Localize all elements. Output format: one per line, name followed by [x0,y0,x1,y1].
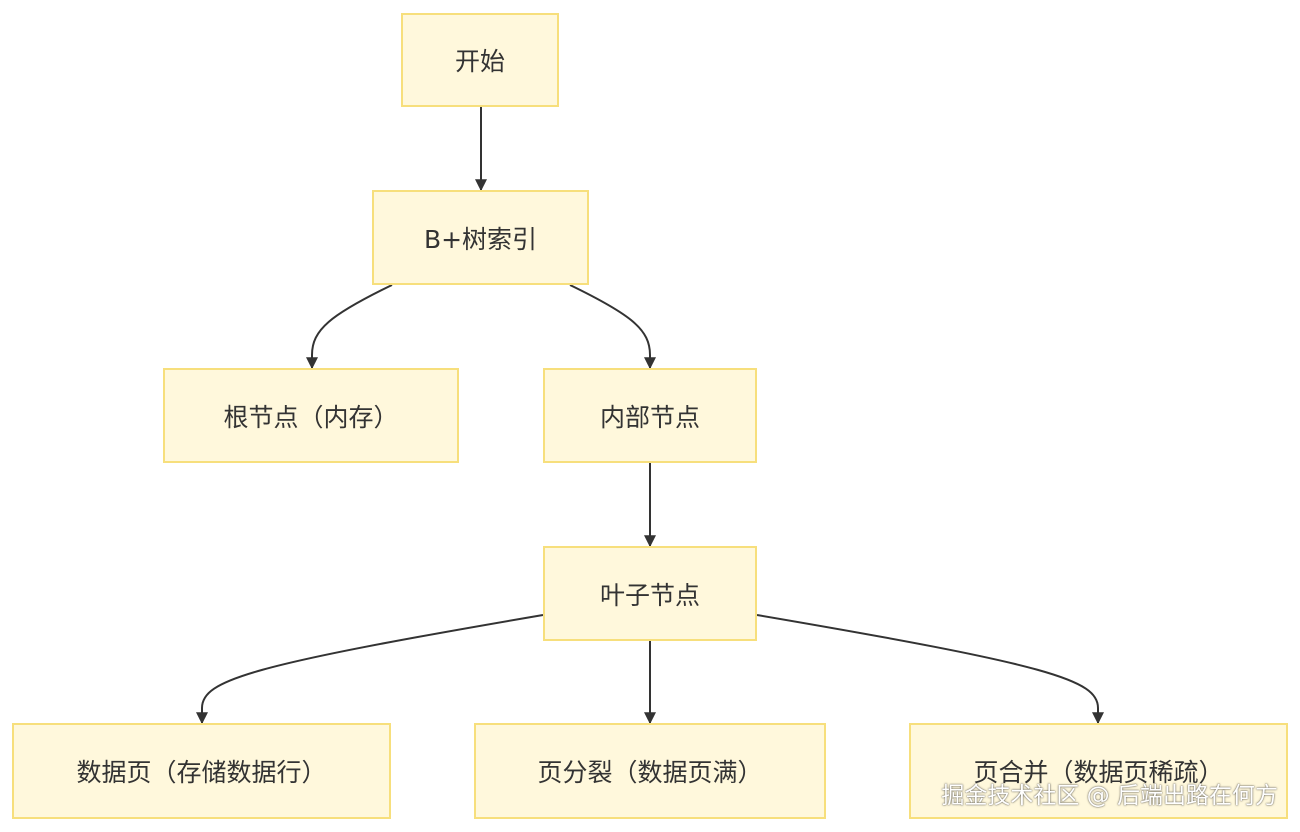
node-bplus-index: B+树索引 [372,190,589,285]
node-start: 开始 [401,13,559,107]
node-leaf: 叶子节点 [543,546,757,641]
node-page-split: 页分裂（数据页满） [474,723,826,819]
node-leaf-label: 叶子节点 [599,580,700,610]
node-data-page: 数据页（存储数据行） [12,723,391,819]
node-page-merge: 页合并（数据页稀疏） [909,723,1288,819]
node-root: 根节点（内存） [163,368,459,463]
edge-bplus-to-root [306,284,393,370]
watermark: 掘金技术社区 @ 后端出路在何方 [941,783,1278,809]
node-bplus-index-label: B+树索引 [423,224,538,254]
node-internal: 内部节点 [543,368,757,463]
node-internal-label: 内部节点 [599,402,700,432]
edge-leaf-to-data [196,614,544,725]
node-page-split-label: 页分裂（数据页满） [537,758,763,787]
node-root-label: 根节点（内存） [223,402,399,432]
edge-bplus-to-internal [569,284,656,370]
node-start-label: 开始 [454,47,505,76]
edge-leaf-to-merge [756,614,1104,725]
node-page-merge-label: 页合并（数据页稀疏） [973,758,1224,787]
node-data-page-label: 数据页（存储数据行） [76,758,327,787]
